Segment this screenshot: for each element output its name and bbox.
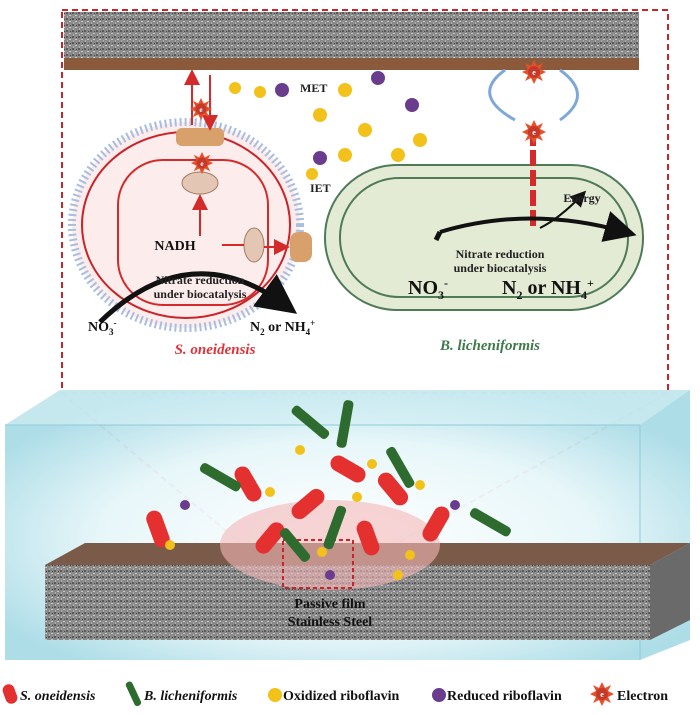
enzyme-complex — [181, 171, 219, 195]
b-licheniformis-label: B. licheniformis — [439, 338, 540, 354]
s-oneidensis-label: S. oneidensis — [175, 342, 256, 358]
legend-label: B. licheniformis — [143, 689, 238, 704]
membrane-channel — [290, 232, 312, 262]
legend-label: Electron — [617, 689, 668, 704]
green-rod-icon — [125, 681, 142, 707]
electron-icon — [522, 60, 546, 84]
riboflavin-shuttles — [229, 71, 427, 180]
nadh-label: NADH — [154, 239, 195, 254]
bl-process-line2: under biocatalysis — [454, 261, 547, 275]
iet-label: IET — [310, 181, 331, 195]
electron-icon — [190, 98, 212, 120]
purple-dot-icon — [432, 688, 446, 702]
so-product: N2 or NH4+ — [250, 318, 315, 337]
bl-reactant: NO3- — [408, 276, 448, 302]
yellow-dot-icon — [268, 688, 282, 702]
electron-icon — [590, 682, 614, 706]
legend-label: Reduced riboflavin — [447, 689, 562, 704]
legend-label: Oxidized riboflavin — [283, 689, 400, 704]
so-reactant: NO3- — [88, 318, 117, 337]
so-process-line1: Nitrate reduction — [156, 273, 245, 287]
bacteria-cluster — [146, 400, 511, 580]
electron-icon — [522, 120, 546, 144]
bl-product: N2 or NH4+ — [502, 276, 594, 302]
bl-process-line1: Nitrate reduction — [456, 247, 545, 261]
passive-film-label: Passive film — [294, 597, 365, 612]
electron-icon — [191, 152, 213, 174]
so-process-line2: under biocatalysis — [154, 287, 247, 301]
enzyme-complex — [243, 227, 265, 263]
membrane-channel — [176, 128, 224, 146]
s-oneidensis-cell — [68, 69, 312, 332]
legend: S. oneidensis B. licheniformis Oxidized … — [2, 681, 668, 707]
energy-label: Energy — [563, 191, 600, 205]
red-capsule-icon — [2, 684, 18, 704]
stainless-steel-label: Stainless Steel — [288, 615, 373, 630]
met-label: MET — [300, 81, 327, 95]
top-steel-slab — [64, 12, 639, 70]
b-licheniformis-cell — [324, 60, 644, 311]
legend-label: S. oneidensis — [20, 689, 96, 704]
zoom-source-box — [282, 539, 354, 589]
